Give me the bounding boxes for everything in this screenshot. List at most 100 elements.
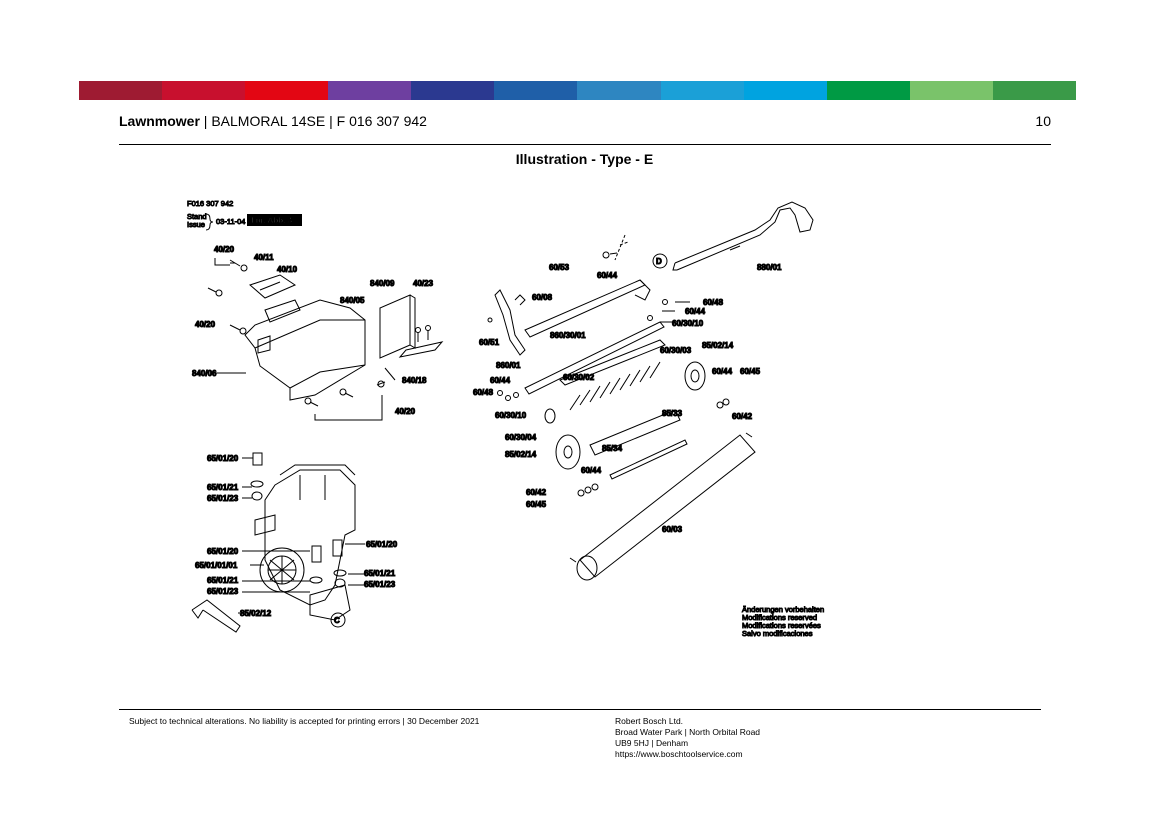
handle-end <box>672 262 677 271</box>
motor-top <box>279 464 356 476</box>
part-label: 60/44 <box>685 307 706 316</box>
part-label: 65/01/20 <box>366 540 398 549</box>
flap-plate-line <box>259 281 281 291</box>
part-label: 840/06 <box>192 369 217 378</box>
part-label: 60/44 <box>581 466 602 475</box>
bolt <box>332 539 343 557</box>
part-label: 85/02/14 <box>505 450 537 459</box>
part-label: 60/30/10 <box>672 319 704 328</box>
leader-line <box>314 395 383 421</box>
bolt-head <box>415 327 421 333</box>
part-label: 85/33 <box>662 409 683 418</box>
part-label: 60/30/02 <box>563 373 595 382</box>
leader-line <box>729 245 741 251</box>
roller-end-cap <box>576 555 598 581</box>
screw-head <box>339 388 347 396</box>
rear-roller <box>579 434 756 578</box>
bolt-head <box>425 325 431 331</box>
adjust-lever <box>494 289 526 356</box>
page-number: 10 <box>1035 113 1051 129</box>
part-label: 40/20 <box>395 407 416 416</box>
illustration-title: Illustration - Type - E <box>515 151 654 167</box>
hex-key <box>191 599 241 633</box>
color-segment <box>743 81 827 100</box>
part-label: 60/30/04 <box>505 433 537 442</box>
product-name: Lawnmower <box>119 113 200 129</box>
leader-line <box>242 486 252 499</box>
reel-blades <box>569 361 661 411</box>
flap-plate <box>249 274 297 299</box>
motor-fin <box>299 475 326 500</box>
page-header: Lawnmower | BALMORAL 14SE | F 016 307 94… <box>119 113 1051 129</box>
part-label: 40/20 <box>195 320 216 329</box>
reel-shaft <box>559 339 666 386</box>
doc-number: F016 307 942 <box>187 199 233 208</box>
part-label: 60/08 <box>532 293 553 302</box>
part-label: 65/01/23 <box>364 580 396 589</box>
handle-bar <box>674 201 814 271</box>
roller-assembly-group <box>487 201 814 581</box>
bolt <box>252 452 263 466</box>
modifications-note: Salvo modificaciones <box>742 629 813 638</box>
bolt-head <box>602 251 610 259</box>
bolt-pair <box>417 330 429 342</box>
washer <box>577 489 585 497</box>
parts-diagram-svg: F016 307 942 Stand Issue 03-11-04 Fig./A… <box>187 199 825 639</box>
part-label: 860/30/01 <box>550 331 586 340</box>
part-label: 60/42 <box>526 488 547 497</box>
nut <box>662 299 668 305</box>
footer-rule <box>119 709 1041 710</box>
screw-head <box>239 327 247 335</box>
drive-rod <box>609 439 688 480</box>
pin <box>487 317 493 323</box>
part-label: 65/01/21 <box>207 576 239 585</box>
color-segment <box>494 81 578 100</box>
address-line: Broad Water Park | North Orbital Road <box>615 727 761 737</box>
screw <box>229 324 241 331</box>
dashed-guide <box>614 234 629 261</box>
part-label: 840/09 <box>370 279 395 288</box>
website-link[interactable]: https://www.boschtoolservice.com <box>615 749 743 759</box>
cutting-cylinder-shaft <box>524 321 665 395</box>
part-label: 85/02/12 <box>240 609 272 618</box>
hex-key-end <box>191 609 204 619</box>
reel-bushing <box>544 408 556 424</box>
leader-line <box>242 550 310 593</box>
washer <box>584 486 592 494</box>
color-segment <box>660 81 744 100</box>
part-label: 85/02/14 <box>702 341 734 350</box>
roller-shaft <box>589 409 681 456</box>
color-segment <box>909 81 993 100</box>
fig-label: Fig./Abb. 3 <box>251 216 292 225</box>
washer <box>513 392 519 398</box>
callout-d: D <box>656 257 662 266</box>
screw <box>309 401 319 407</box>
bracket-plate <box>379 294 411 359</box>
part-label: 65/01/23 <box>207 587 239 596</box>
part-label: 60/44 <box>490 376 511 385</box>
front-wheel <box>555 434 581 470</box>
clip <box>514 294 526 306</box>
brand-color-bar <box>79 81 1076 100</box>
front-wheel-hub <box>563 445 573 459</box>
washer <box>505 395 511 401</box>
washer <box>716 401 724 409</box>
part-label: 40/10 <box>277 265 298 274</box>
screw-head <box>240 264 248 272</box>
part-label: 40/23 <box>413 279 434 288</box>
header-separator: | <box>199 113 212 129</box>
leader-line <box>660 301 690 323</box>
chute-cover-group <box>207 258 444 421</box>
part-label: 60/53 <box>549 263 570 272</box>
screw-head <box>304 397 312 405</box>
bolt <box>609 252 618 255</box>
cable-clip <box>254 514 276 536</box>
part-label: 60/44 <box>597 271 618 280</box>
color-segment <box>826 81 910 100</box>
screw-head <box>215 289 223 297</box>
part-label: 860/01 <box>496 361 521 370</box>
color-segment <box>992 81 1076 100</box>
stand-label: Stand <box>187 212 207 221</box>
part-label: 65/01/23 <box>207 494 239 503</box>
flap-plate <box>264 299 301 323</box>
